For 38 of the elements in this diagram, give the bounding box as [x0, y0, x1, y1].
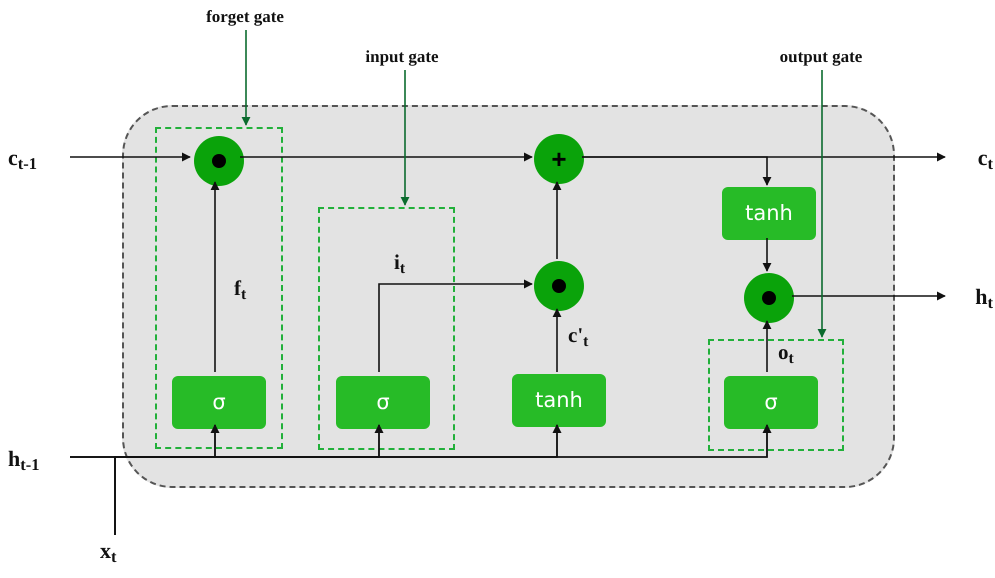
gate-region — [155, 127, 283, 449]
arrow — [582, 156, 772, 186]
arrow — [762, 238, 772, 272]
cell-boundary — [122, 105, 895, 488]
variable-label: h$_{t}$ — [945, 281, 993, 311]
variable-label: c$_{t-1}$ — [8, 142, 70, 172]
edge-label: c'$_{t}$ — [566, 325, 590, 346]
leader-arrow — [818, 70, 826, 338]
arrow — [762, 320, 772, 372]
arrow — [210, 181, 220, 372]
multiply-operator — [744, 273, 794, 323]
edge-label: f$_{t}$ — [232, 278, 248, 299]
arrow — [792, 292, 946, 300]
edge-label: i$_{t}$ — [392, 252, 408, 273]
activation-layer: σ — [172, 376, 266, 429]
gate-label: forget gate — [188, 4, 302, 30]
variable-label: x$_{t}$ — [100, 535, 134, 565]
add-operator: + — [534, 134, 584, 184]
activation-layer: σ — [724, 376, 818, 429]
gate-region — [708, 339, 844, 451]
multiply-operator — [534, 261, 584, 311]
leader-arrow — [400, 70, 410, 206]
arrow — [378, 280, 533, 372]
arrow — [114, 424, 772, 535]
activation-layer: σ — [336, 376, 430, 429]
arrow — [240, 152, 533, 162]
variable-label: c$_{t}$ — [945, 142, 993, 172]
leader-arrow — [242, 30, 250, 126]
arrow — [552, 308, 562, 372]
multiply-operator — [194, 136, 244, 186]
activation-layer: tanh — [722, 187, 816, 240]
gate-label: output gate — [762, 44, 880, 70]
gate-label: input gate — [350, 44, 454, 70]
variable-label: h$_{t-1}$ — [8, 443, 70, 473]
gate-region — [318, 207, 455, 450]
activation-layer: tanh — [512, 374, 606, 427]
arrow — [552, 181, 562, 259]
arrow — [70, 152, 191, 162]
